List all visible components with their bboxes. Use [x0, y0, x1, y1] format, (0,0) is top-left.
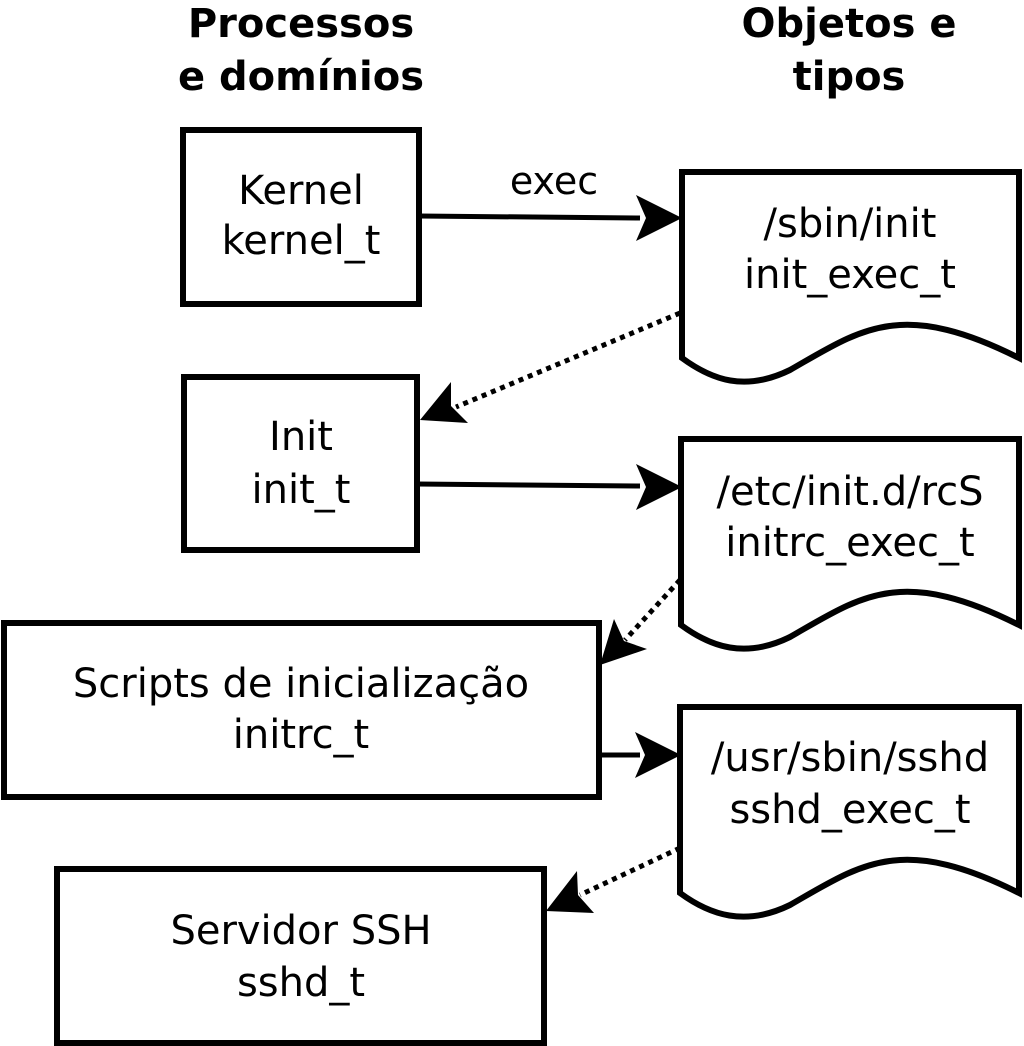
- transition-sshd-exec-to-sshd: [546, 845, 682, 913]
- arrow-initscripts-exec-sshd: [599, 732, 681, 778]
- arrow-head: [636, 195, 682, 241]
- transition-line: [623, 578, 682, 642]
- document-shape: [679, 169, 1022, 385]
- arrow-init-exec-rcs: [416, 464, 682, 510]
- transition-line: [578, 845, 682, 898]
- objects-heading-line-1: Objetos e: [742, 1, 957, 47]
- process-kernel: Kernel kernel_t: [180, 127, 422, 307]
- arrow-line: [416, 481, 641, 489]
- object-type: initrc_exec_t: [725, 520, 974, 566]
- process-name: Init: [269, 414, 333, 460]
- object-path: /etc/init.d/rcS: [716, 469, 983, 515]
- object-type: sshd_exec_t: [729, 787, 970, 833]
- object-path: /sbin/init: [764, 201, 937, 247]
- transition-line: [455, 310, 681, 410]
- object-path: /usr/sbin/sshd: [711, 735, 989, 781]
- process-name: Scripts de inicialização: [73, 661, 529, 707]
- transition-head: [600, 619, 647, 665]
- arrow-kernel-exec-sbin-init: [418, 195, 682, 241]
- process-type: sshd_t: [237, 960, 365, 1006]
- processes-heading: Processos e domínios: [178, 1, 424, 100]
- transition-head: [546, 871, 594, 913]
- objects-heading-line-2: tipos: [793, 54, 906, 100]
- processes-heading-line-1: Processos: [188, 1, 414, 47]
- transition-initrc-exec-to-initrc: [600, 578, 682, 665]
- process-box: [54, 866, 547, 1046]
- arrow-line: [418, 213, 641, 221]
- document-shape: [678, 436, 1022, 652]
- process-init-scripts: Scripts de inicialização initrc_t: [1, 620, 602, 800]
- process-type: init_t: [252, 467, 351, 513]
- arrow-head: [635, 732, 681, 778]
- object-etc-init-d-rcs: /etc/init.d/rcS initrc_exec_t: [678, 436, 1022, 652]
- process-name: Servidor SSH: [170, 908, 431, 954]
- process-init: Init init_t: [181, 374, 420, 553]
- document-shape: [677, 704, 1022, 920]
- process-box: [180, 127, 422, 307]
- processes-heading-line-2: e domínios: [178, 54, 424, 100]
- process-type: initrc_t: [233, 712, 370, 758]
- object-sbin-init: /sbin/init init_exec_t: [679, 169, 1022, 385]
- transition-init-exec-to-init: [420, 310, 681, 423]
- exec-label: exec: [510, 159, 598, 203]
- process-box: [181, 374, 420, 553]
- objects-heading: Objetos e tipos: [742, 1, 957, 100]
- process-type: kernel_t: [222, 218, 381, 264]
- process-ssh-server: Servidor SSH sshd_t: [54, 866, 547, 1046]
- transition-head: [420, 382, 468, 423]
- process-box: [1, 620, 602, 800]
- object-type: init_exec_t: [744, 252, 956, 298]
- object-usr-sbin-sshd: /usr/sbin/sshd sshd_exec_t: [677, 704, 1022, 920]
- arrow-head: [636, 464, 682, 510]
- process-name: Kernel: [238, 168, 364, 214]
